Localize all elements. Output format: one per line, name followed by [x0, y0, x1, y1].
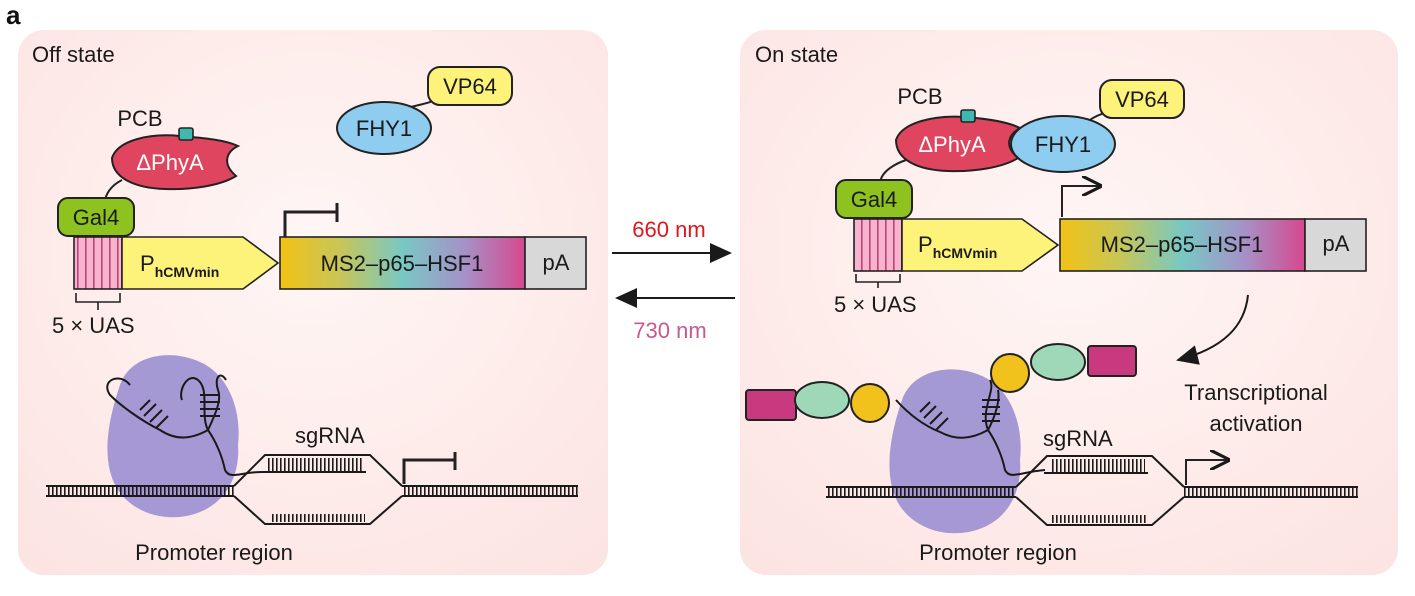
on-uas-block — [853, 218, 903, 272]
on-promoter-region-label: Promoter region — [919, 540, 1077, 565]
hsf1-bead — [1087, 345, 1137, 377]
off-promoter-shape — [121, 236, 280, 290]
off-rloop-bottom-ticks — [270, 514, 365, 522]
on-state-title: On state — [755, 42, 838, 67]
off-rloop-top — [233, 454, 403, 487]
light-switch-arrows: 660 nm 730 nm — [612, 217, 735, 343]
on-rloop-bottom — [1015, 496, 1185, 526]
off-uas-bracket — [75, 293, 121, 310]
off-sgrna-scaffold — [106, 374, 263, 477]
on-dna-right — [1184, 487, 1358, 497]
on-dcas9-shape — [889, 369, 1021, 534]
p65-bead — [1030, 343, 1086, 381]
off-pa-box — [524, 236, 587, 290]
off-sgrna-hairpins — [139, 394, 220, 429]
off-pa-label: pA — [543, 250, 570, 275]
on-dna-left — [826, 487, 1016, 497]
on-gene-box — [1059, 218, 1306, 272]
activation-label-line1: Transcriptional — [1184, 380, 1327, 405]
on-pa-box — [1304, 218, 1367, 272]
off-pcb-chromophore — [178, 127, 194, 141]
on-state-panel: On state PCB ΔPhyA FHY1 VP64 Gal4 5 × UA… — [740, 30, 1398, 575]
activation-arrow — [1176, 294, 1249, 365]
on-sgrna-hairpins — [919, 399, 1000, 431]
panel-label: a — [6, 0, 21, 30]
on-phya-shape — [894, 115, 1023, 173]
on-dna-active-tss-icon — [1185, 460, 1228, 485]
off-uas-label: 5 × UAS — [52, 313, 135, 338]
off-dna-left — [46, 486, 234, 496]
off-vp64-label: VP64 — [443, 74, 497, 99]
on-rloop-bottom-ticks — [1052, 515, 1147, 523]
off-fhy1-shape — [336, 101, 432, 155]
on-vp64-shape — [1099, 79, 1185, 119]
off-state-panel: Off state FHY1 VP64 PCB ΔPhyA Gal4 5 × U… — [18, 30, 608, 575]
on-uas-bracket — [855, 274, 901, 288]
off-rloop-bottom — [233, 495, 403, 525]
on-gene-label: MS2–p65–HSF1 — [1101, 232, 1264, 257]
off-phya-label: ΔPhyA — [136, 150, 204, 175]
forward-light-label: 660 nm — [632, 217, 705, 242]
on-effector-chain-right — [990, 343, 1137, 393]
on-phya-label: ΔPhyA — [918, 132, 986, 157]
on-sgrna-scaffold — [895, 379, 1046, 476]
on-fhy1-shape — [1010, 115, 1116, 173]
on-vp64-label: VP64 — [1115, 87, 1169, 112]
off-pcb-label: PCB — [117, 106, 162, 131]
on-effector-chain-left — [745, 381, 890, 423]
on-pa-label: pA — [1323, 231, 1350, 256]
on-pcb-chromophore — [960, 109, 976, 123]
off-gal4-label: Gal4 — [73, 205, 119, 230]
off-blocked-tss-icon — [283, 203, 339, 237]
reverse-light-label: 730 nm — [633, 318, 706, 343]
off-uas-block — [73, 236, 123, 290]
off-vp64-shape — [427, 66, 513, 106]
off-state-title: Off state — [32, 42, 115, 67]
off-sgrna-label: sgRNA — [295, 423, 365, 448]
on-uas-label: 5 × UAS — [834, 292, 917, 317]
on-promoter-label: PhCMVmin — [918, 232, 997, 261]
off-dna-blocked-tss-icon — [402, 452, 457, 484]
on-rloop-pairing — [1050, 459, 1145, 473]
activation-label-line2: activation — [1210, 411, 1303, 436]
ms2-bead — [850, 383, 890, 423]
off-promoter-label: PhCMVmin — [140, 251, 219, 280]
ms2-bead — [990, 353, 1030, 393]
on-rloop-top — [1015, 455, 1185, 488]
on-sgrna-label: sgRNA — [1043, 426, 1113, 451]
off-gal4-shape — [57, 197, 135, 237]
on-gal4-shape — [835, 179, 913, 219]
off-fhy1-label: FHY1 — [356, 116, 412, 141]
off-rloop-pairing — [268, 458, 363, 472]
on-fhy1-label: FHY1 — [1035, 132, 1091, 157]
off-phya-shape — [110, 134, 241, 191]
hsf1-bead — [745, 389, 797, 421]
off-gene-label: MS2–p65–HSF1 — [321, 251, 484, 276]
off-gene-box — [279, 236, 526, 290]
on-pcb-label: PCB — [897, 84, 942, 109]
off-dna-right — [402, 486, 578, 496]
on-gal4-label: Gal4 — [851, 187, 897, 212]
p65-bead — [794, 381, 850, 419]
on-promoter-shape — [901, 218, 1060, 272]
on-active-tss-icon — [1061, 186, 1100, 217]
off-promoter-region-label: Promoter region — [135, 540, 293, 565]
